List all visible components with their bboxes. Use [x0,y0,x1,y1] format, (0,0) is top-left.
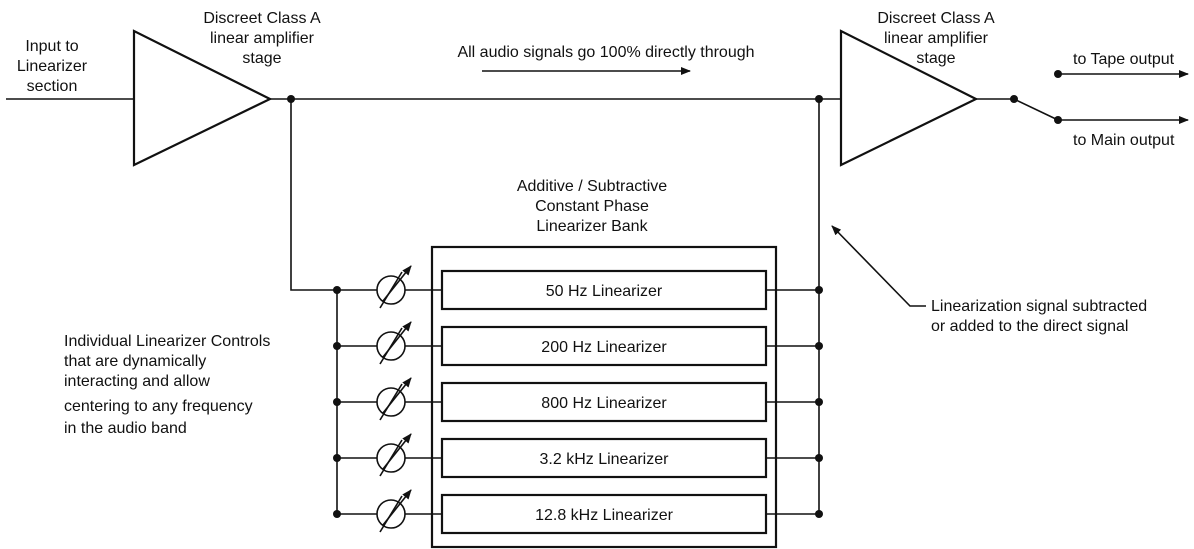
linearizer-label: 3.2 kHz Linearizer [540,451,670,468]
amplifier-2-triangle [839,29,979,167]
bank-title-line-2: Constant Phase [535,198,649,215]
left-bus-junction-dot [333,342,341,350]
linearization-leader-line [831,225,926,307]
amplifier-1-triangle [132,29,273,167]
linearizer-rows: 50 Hz Linearizer 200 Hz Linearizer 800 Hz … [333,265,823,535]
controls-note-line-1: Individual Linearizer Controls [64,333,270,350]
input-label-line-1: Input to [25,38,78,55]
control-variable-arrow [382,321,412,358]
linearizer-box [440,381,768,423]
output-switch-blade [1013,98,1059,121]
amplifier-1-label-line-2: linear amplifier [210,30,315,47]
controls-note-line-5: in the audio band [64,420,187,437]
left-bus-junction-dot [333,510,341,518]
main-output-label: to Main output [1073,132,1175,149]
bank-title-line-3: Linearizer Bank [536,218,648,235]
control-variable-arrow [382,489,412,526]
linearization-note-line-2: or added to the direct signal [931,318,1128,335]
linearizer-row: 3.2 kHz Linearizer [333,433,823,479]
tape-output-label: to Tape output [1073,51,1175,68]
amplifier-1-label-line-3: stage [242,50,281,67]
right-bus-junction-dot [815,398,823,406]
linearizer-box [440,437,768,479]
linearization-note-line-1: Linearization signal subtracted [931,298,1147,315]
left-bus-junction-dot [333,454,341,462]
control-variable-arrow [382,265,412,302]
input-label-line-3: section [27,78,78,95]
linearizer-bank-box [430,245,778,549]
controls-note-line-2: that are dynamically [64,353,206,370]
amplifier-2-label-line-2: linear amplifier [884,30,989,47]
linearizer-label: 200 Hz Linearizer [541,339,667,356]
linearizer-box [440,325,768,367]
linearizer-label: 12.8 kHz Linearizer [535,507,674,524]
input-label-line-2: Linearizer [17,58,88,75]
right-bus-junction-dot [815,286,823,294]
left-bus-junction-dot [333,398,341,406]
control-variable-arrow [382,433,412,470]
linearizer-box [440,269,768,311]
linearizer-row: 800 Hz Linearizer [333,377,823,423]
right-bus-junction-dot [815,454,823,462]
right-bus-junction-dot [815,342,823,350]
left-bus-junction-dot [333,286,341,294]
linearizer-row: 12.8 kHz Linearizer [333,489,823,535]
controls-note-line-3: interacting and allow [64,373,210,390]
bank-title-line-1: Additive / Subtractive [517,178,667,195]
amplifier-1-label-line-1: Discreet Class A [203,10,321,27]
linearizer-row: 200 Hz Linearizer [333,321,823,367]
amplifier-2-label-line-3: stage [916,50,955,67]
linearizer-label: 800 Hz Linearizer [541,395,667,412]
right-bus-junction-dot [815,510,823,518]
split-to-bus-wire [290,99,337,291]
controls-note-line-4: centering to any frequency [64,398,253,415]
direct-path-label: All audio signals go 100% directly throu… [457,44,754,61]
linearizer-label: 50 Hz Linearizer [546,283,663,300]
control-variable-arrow [382,377,412,414]
linearizer-box [440,493,768,535]
linearizer-row: 50 Hz Linearizer [333,265,823,311]
amplifier-2-label-line-1: Discreet Class A [877,10,995,27]
